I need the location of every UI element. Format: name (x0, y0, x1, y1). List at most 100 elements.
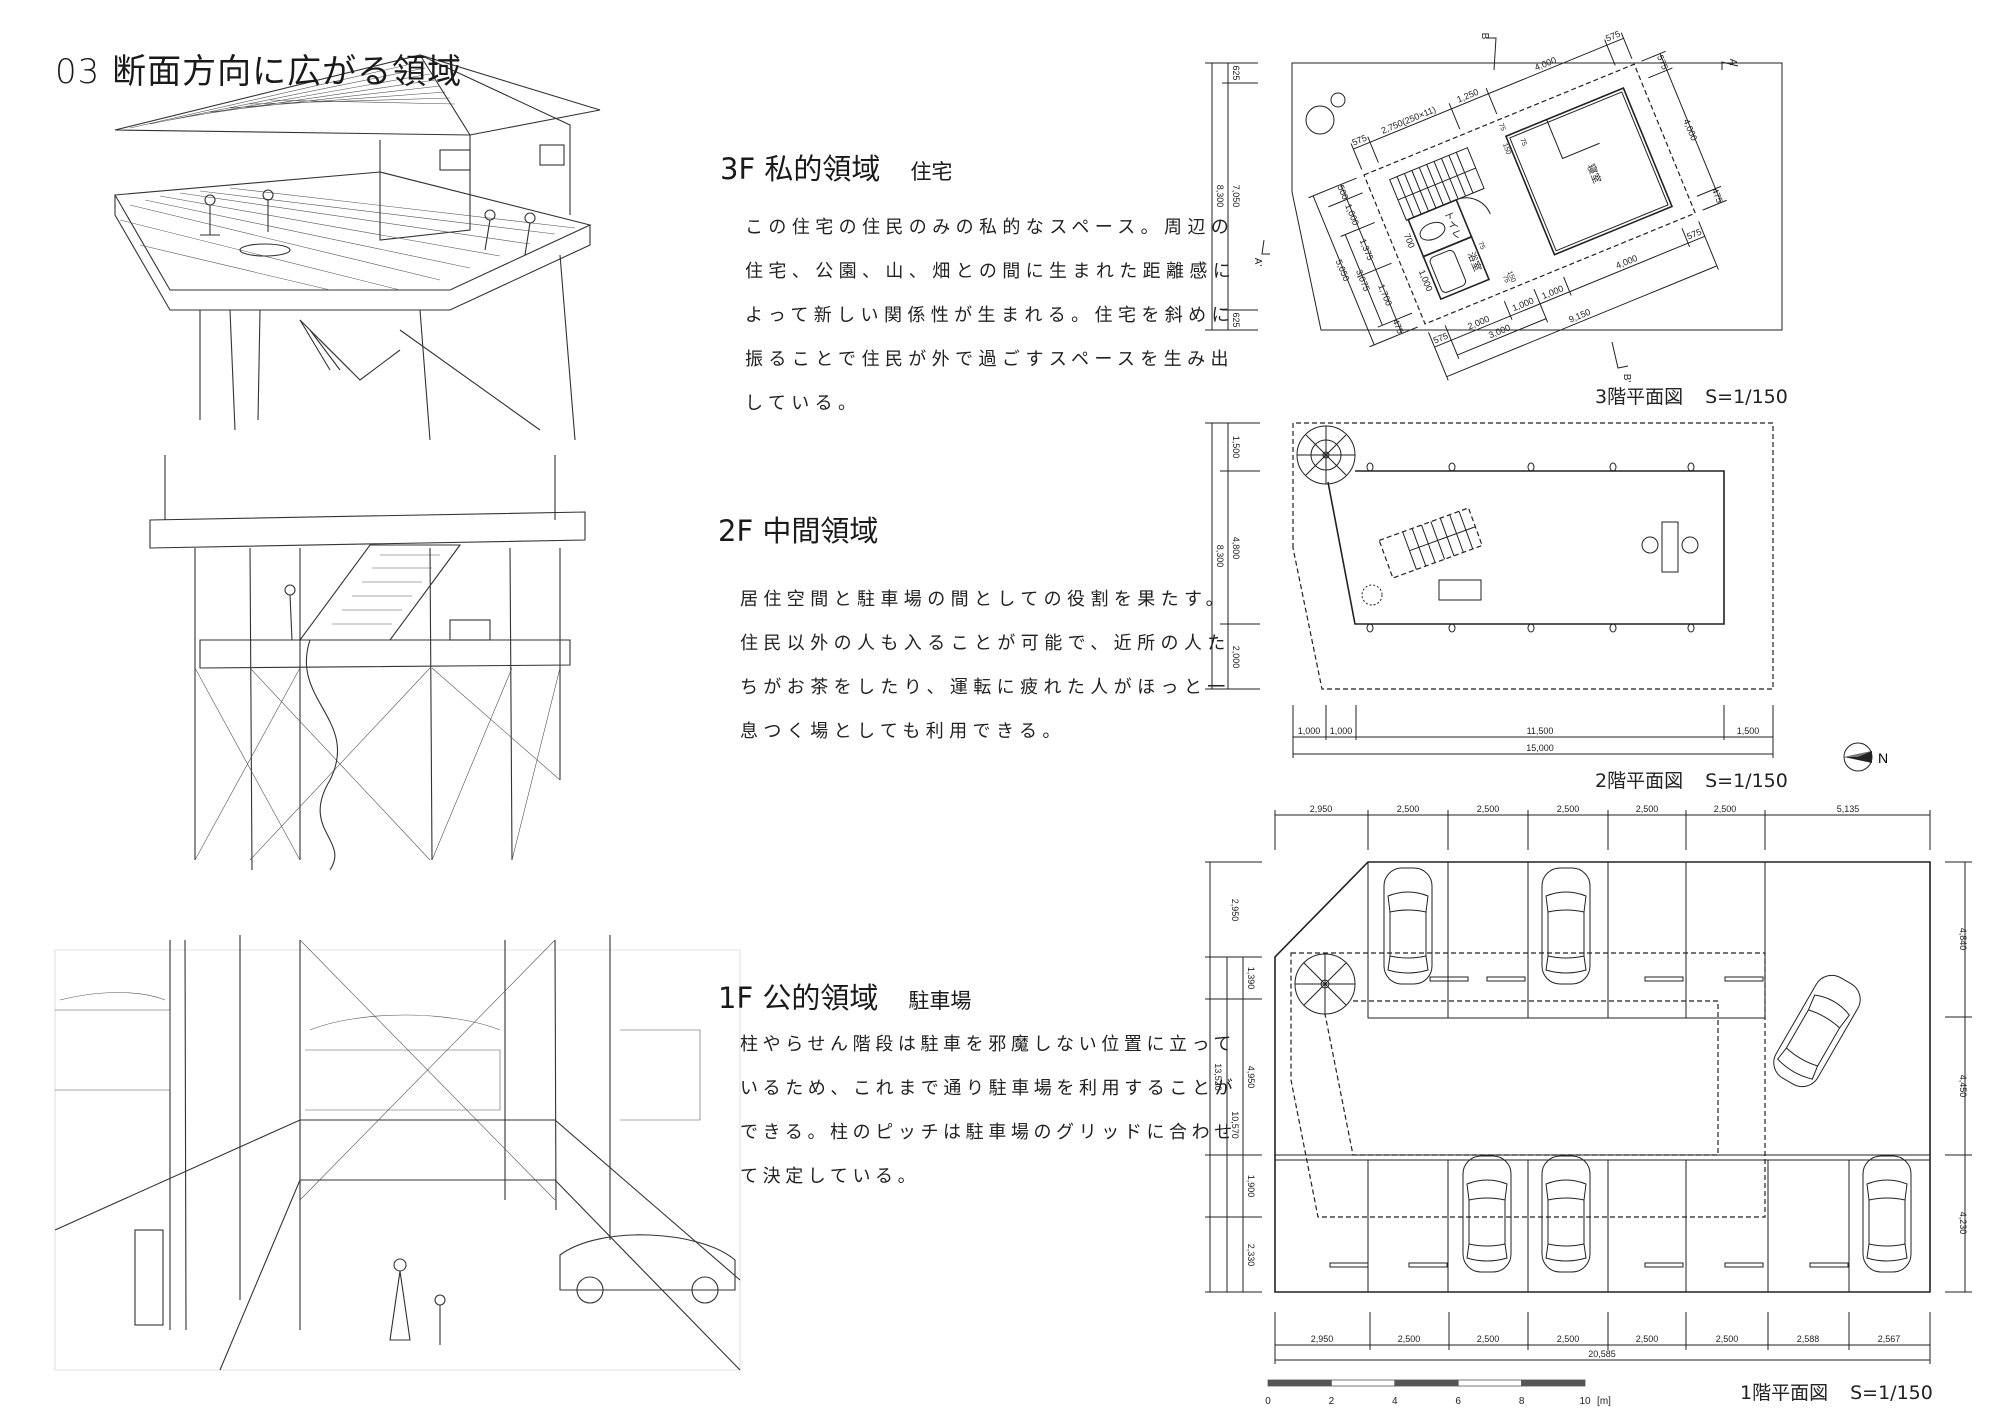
dimension-label: 1,900 (1246, 1175, 1256, 1198)
dimension-label: 75 (1501, 274, 1510, 284)
body-line: いるため、これまで通り駐車場を利用することが (740, 1078, 1238, 1099)
dimension-label: 1,500 (1737, 726, 1760, 736)
scale-bar-label: 0 (1265, 1396, 1271, 1407)
body-line: 住民以外の人も入ることが可能で、近所の人た (740, 633, 1231, 654)
dimension-label: 75 (1497, 122, 1506, 132)
dimension-label: 2,950 (1310, 804, 1333, 814)
body-line: この住宅の住民のみの私的なスペース。周辺の (745, 217, 1235, 238)
scale-bar-segment (1267, 1379, 1332, 1387)
dimension-label: 75 (1518, 137, 1527, 147)
scale-bar-label: 8 (1519, 1396, 1525, 1407)
body-line: できる。柱のピッチは駐車場のグリッドに合わせ (740, 1122, 1237, 1143)
dimension-label: 4,800 (1231, 537, 1241, 560)
body-line: ちがお茶をしたり、運転に疲れた人がほっと一 (740, 677, 1231, 698)
column-icon (1366, 623, 1374, 633)
dimension-label: 1,000 (1298, 726, 1321, 736)
scale-bar-label: 6 (1455, 1396, 1461, 1407)
dimension-label: 2,567 (1878, 1334, 1901, 1344)
dimension-label: 2,500 (1477, 1334, 1500, 1344)
dimension-label: 4,840 (1958, 928, 1968, 951)
dimension-label: 8,300 (1215, 185, 1225, 208)
plan-3f: 5752,750(250×11)1,2504,0005755752,0001,0… (1205, 29, 1783, 383)
dimension-label: 2,500 (1397, 804, 1420, 814)
heading-text: 1F 公的領域 (718, 981, 879, 1015)
sketch-1f-parking (54, 935, 741, 1371)
dimension-label: 1,375 (1358, 237, 1376, 262)
dimension-label: 2,588 (1797, 1334, 1820, 1344)
section-1f: 1F 公的領域 駐車場 柱やらせん階段は駐車を邪魔しない位置に立って いるため、こ… (718, 975, 1237, 1199)
body-line: て決定している。 (740, 1166, 921, 1187)
dimension-label: 1,500 (1231, 436, 1241, 459)
plan-3f-caption: 3階平面図 S=1/150 (1595, 382, 1788, 409)
section-2f-body: 居住空間と駐車場の間としての役割を果たす。 住民以外の人も入ることが可能で、近所… (740, 578, 1231, 754)
sketch-3f-house-deck (114, 54, 601, 441)
dimension-label: 575 (1655, 53, 1670, 71)
dimension-label: 15,000 (1526, 743, 1554, 753)
plan-3f-dims: 5752,750(250×11)1,2504,0005755752,0001,0… (1308, 29, 1727, 381)
body-line: 柱やらせん階段は駐車を邪魔しない位置に立って (740, 1034, 1236, 1055)
dimension-label: 4,230 (1958, 1212, 1968, 1235)
dimension-label: 5,050 (1334, 258, 1352, 283)
dimension-label: 2,500 (1716, 1334, 1739, 1344)
dimension-label: 2,330 (1246, 1244, 1256, 1267)
dimension-label: 2,500 (1477, 804, 1500, 814)
column-icon (1609, 462, 1617, 472)
column-icon (1366, 462, 1374, 472)
page-title: 03 断面方向に広がる領域 (55, 52, 463, 92)
section-3f-heading: 3F 私的領域住宅 (720, 146, 1236, 188)
caption-title: 2階平面図 (1595, 770, 1684, 792)
dimension-label: 575 (1351, 133, 1369, 148)
body-line: よって新しい関係性が生まれる。住宅を斜めに (745, 305, 1235, 326)
heading-subtitle: 駐車場 (908, 989, 972, 1013)
dimension-label: 8,300 (1215, 545, 1225, 568)
caption-scale: S=1/150 (1850, 1382, 1933, 1404)
dimension-label: 2,500 (1714, 804, 1737, 814)
dimension-label: 2,950 (1230, 899, 1240, 922)
car-icon (1773, 974, 1861, 1088)
section-3f-body: この住宅の住民のみの私的なスペース。周辺の 住宅、公園、山、畑との間に生まれた距… (745, 206, 1236, 426)
dimension-label: 7,050 (1231, 185, 1241, 208)
dimension-label: 2,500 (1398, 1334, 1421, 1344)
car-icon (1541, 1155, 1591, 1273)
section-mark: A' (1252, 258, 1263, 267)
dimension-label: 4,000 (1681, 118, 1699, 143)
heading-text: 2F 中間領域 (718, 514, 879, 548)
sketch-2f-terrace (149, 455, 586, 871)
scale-bar-label: 10 (1579, 1396, 1591, 1407)
scale-bar-segment (1457, 1379, 1522, 1387)
column-icon (1687, 462, 1695, 472)
column-icon (1448, 462, 1456, 472)
dimension-label: 625 (1231, 65, 1241, 80)
caption-title: 3階平面図 (1595, 386, 1684, 408)
scale-bar-unit: [m] (1597, 1396, 1611, 1407)
scale-bar-segment (1521, 1379, 1586, 1387)
dimension-label: 4,950 (1246, 1066, 1256, 1089)
dimension-label: 20,585 (1588, 1349, 1616, 1359)
section-2f: 2F 中間領域 居住空間と駐車場の間としての役割を果たす。 住民以外の人も入るこ… (718, 508, 1231, 754)
section-2f-heading: 2F 中間領域 (718, 508, 1231, 550)
section-1f-heading: 1F 公的領域 駐車場 (718, 975, 1237, 1017)
section-mark: B' (1621, 374, 1632, 383)
dimension-label: 1,700 (1376, 283, 1394, 308)
dimension-label: 5,135 (1837, 804, 1860, 814)
dimension-label: 1,000 (1343, 202, 1361, 227)
room-label-bedroom: 寝室 (1584, 162, 1604, 185)
dimension-label: 575 (1604, 29, 1622, 44)
dimension-label: 11,500 (1527, 726, 1554, 736)
dimension-label: 13,520 (1213, 1063, 1223, 1091)
dimension-label: 575 (1685, 227, 1703, 242)
scale-bar-segment (1331, 1379, 1396, 1387)
caption-scale: S=1/150 (1705, 386, 1788, 408)
scale-bar-label: 4 (1392, 1396, 1398, 1407)
dimension-label: 575 (1432, 331, 1450, 346)
body-line: 息つく場としても利用できる。 (740, 721, 1066, 742)
section-3f: 3F 私的領域住宅 この住宅の住民のみの私的なスペース。周辺の 住宅、公園、山、… (720, 146, 1236, 426)
dimension-label: 2,000 (1231, 646, 1241, 669)
column-icon (1448, 623, 1456, 633)
car-icon (1462, 1155, 1512, 1273)
dimension-label: 625 (1231, 312, 1241, 327)
